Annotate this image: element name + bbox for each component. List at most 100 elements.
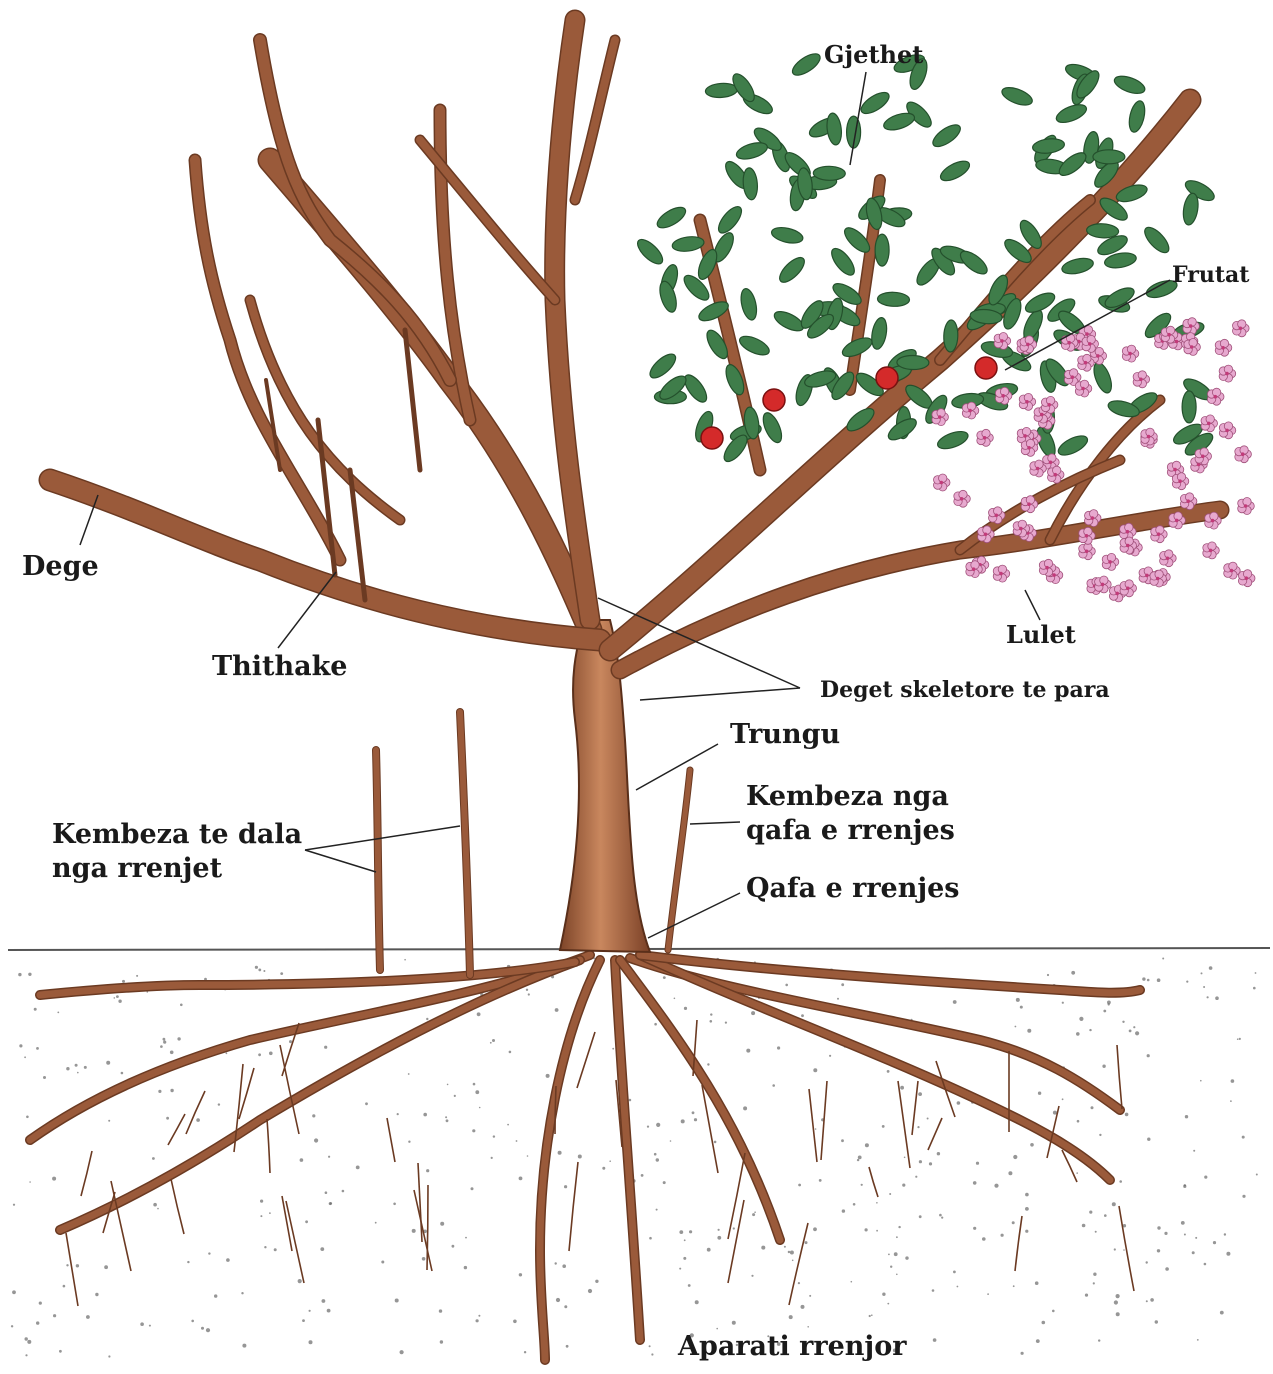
leaf (634, 236, 667, 268)
soil-dot (798, 1282, 800, 1284)
leaf (938, 157, 973, 184)
blossom-center (1207, 422, 1211, 426)
leaf (929, 121, 963, 151)
blossom-petal (1243, 498, 1251, 506)
soil-dot (75, 1064, 78, 1067)
sucker (376, 750, 380, 970)
soil-dot (1197, 1339, 1199, 1341)
soil-dot (1122, 1021, 1124, 1023)
blossom-petal (1240, 446, 1248, 454)
soil-dot (445, 1116, 447, 1118)
soil-dot (29, 1181, 31, 1183)
blossom-center (1214, 395, 1218, 399)
blossom-center (1147, 435, 1151, 439)
blossom (1151, 526, 1168, 543)
soil-dot (314, 1138, 318, 1142)
soil-dot (177, 1037, 180, 1040)
leaf (897, 355, 929, 370)
soil-dot (562, 1264, 566, 1268)
blossom-petal (1155, 570, 1163, 578)
soil-dot (733, 1227, 735, 1229)
soil-dot (84, 1066, 87, 1069)
label-kembeza-rrenjet: Kembeza te dala nga rrenjet (52, 818, 302, 886)
soil-dot (1062, 1098, 1064, 1100)
soil-dot (106, 1061, 110, 1065)
soil-dot (857, 1159, 859, 1161)
soil-dot (595, 1280, 598, 1283)
soil-dot (902, 1184, 905, 1187)
leaf (654, 203, 689, 231)
soil-dot (1181, 1221, 1185, 1225)
soil-dot (28, 973, 31, 976)
soil-dot (77, 1072, 79, 1074)
leaf (1093, 150, 1125, 164)
soil-dot (953, 1000, 957, 1004)
soil-dot (654, 1153, 657, 1156)
blossom-center (1157, 532, 1161, 536)
soil-dot (982, 1237, 986, 1241)
soil-dot (578, 1155, 582, 1159)
soil-dot (1220, 1311, 1224, 1315)
soil-dot (1164, 1232, 1167, 1235)
leaf (1032, 137, 1065, 155)
soil-dot (1114, 1248, 1116, 1250)
blossom-petal (1000, 387, 1008, 395)
soil-dot (1226, 1252, 1230, 1256)
rootlet (728, 1200, 744, 1283)
soil-dot (1035, 1281, 1039, 1285)
soil-dot (258, 1053, 261, 1056)
blossom (954, 490, 971, 507)
soil-dot (933, 1338, 937, 1342)
soil-dot (263, 970, 265, 972)
label-frutat: Frutat (1172, 258, 1249, 292)
soil-dot (1204, 1176, 1207, 1179)
soil-dot (1077, 1120, 1080, 1123)
soil-dot (1114, 1300, 1118, 1304)
blossom-petal (1189, 339, 1197, 347)
soil-dot (649, 1345, 651, 1347)
soil-dot (1165, 1267, 1169, 1271)
rootlet (809, 1089, 817, 1162)
soil-dot (118, 1000, 121, 1003)
soil-dot (927, 1118, 929, 1120)
soil-dot (1155, 1320, 1158, 1323)
leaf (1182, 391, 1196, 423)
soil-dot (19, 1044, 22, 1047)
soil-dot (1013, 1285, 1015, 1287)
soil-dot (790, 1251, 794, 1255)
blossom-petal (1084, 527, 1092, 535)
soil-dot (309, 1310, 311, 1312)
blossom-center (1027, 502, 1031, 506)
blossom (1160, 550, 1177, 567)
soil-dot (312, 1114, 315, 1117)
blossom-center (1081, 387, 1085, 391)
soil-dot (1230, 1100, 1232, 1102)
blossom (1019, 393, 1036, 410)
blossom-center (1209, 549, 1213, 553)
blossom-center (1000, 339, 1004, 343)
blossom (1238, 498, 1255, 515)
branch (260, 40, 450, 380)
blossom-petal (982, 429, 990, 437)
blossom-center (1178, 479, 1182, 483)
blossom-petal (1087, 335, 1095, 343)
soil-dot (674, 998, 676, 1000)
soil-dot (695, 1300, 699, 1304)
soil-dot (707, 1248, 711, 1252)
soil-dot (1239, 1038, 1241, 1040)
blossom-center (1167, 333, 1171, 337)
soil-dot (440, 1222, 444, 1226)
blossom-petal (999, 333, 1007, 341)
soil-dot (1089, 1029, 1091, 1031)
soil-dot (327, 1309, 331, 1313)
soil-dot (692, 1111, 695, 1114)
soil-dot (491, 1157, 493, 1159)
soil-dot (260, 1215, 262, 1217)
soil-dot (152, 1157, 155, 1160)
soil-dot (18, 973, 21, 976)
soil-dot (226, 1258, 230, 1262)
blossom-petal (959, 490, 967, 498)
soil-dot (1099, 1134, 1101, 1136)
rootlet (168, 1114, 185, 1145)
rootlet (728, 1153, 745, 1239)
